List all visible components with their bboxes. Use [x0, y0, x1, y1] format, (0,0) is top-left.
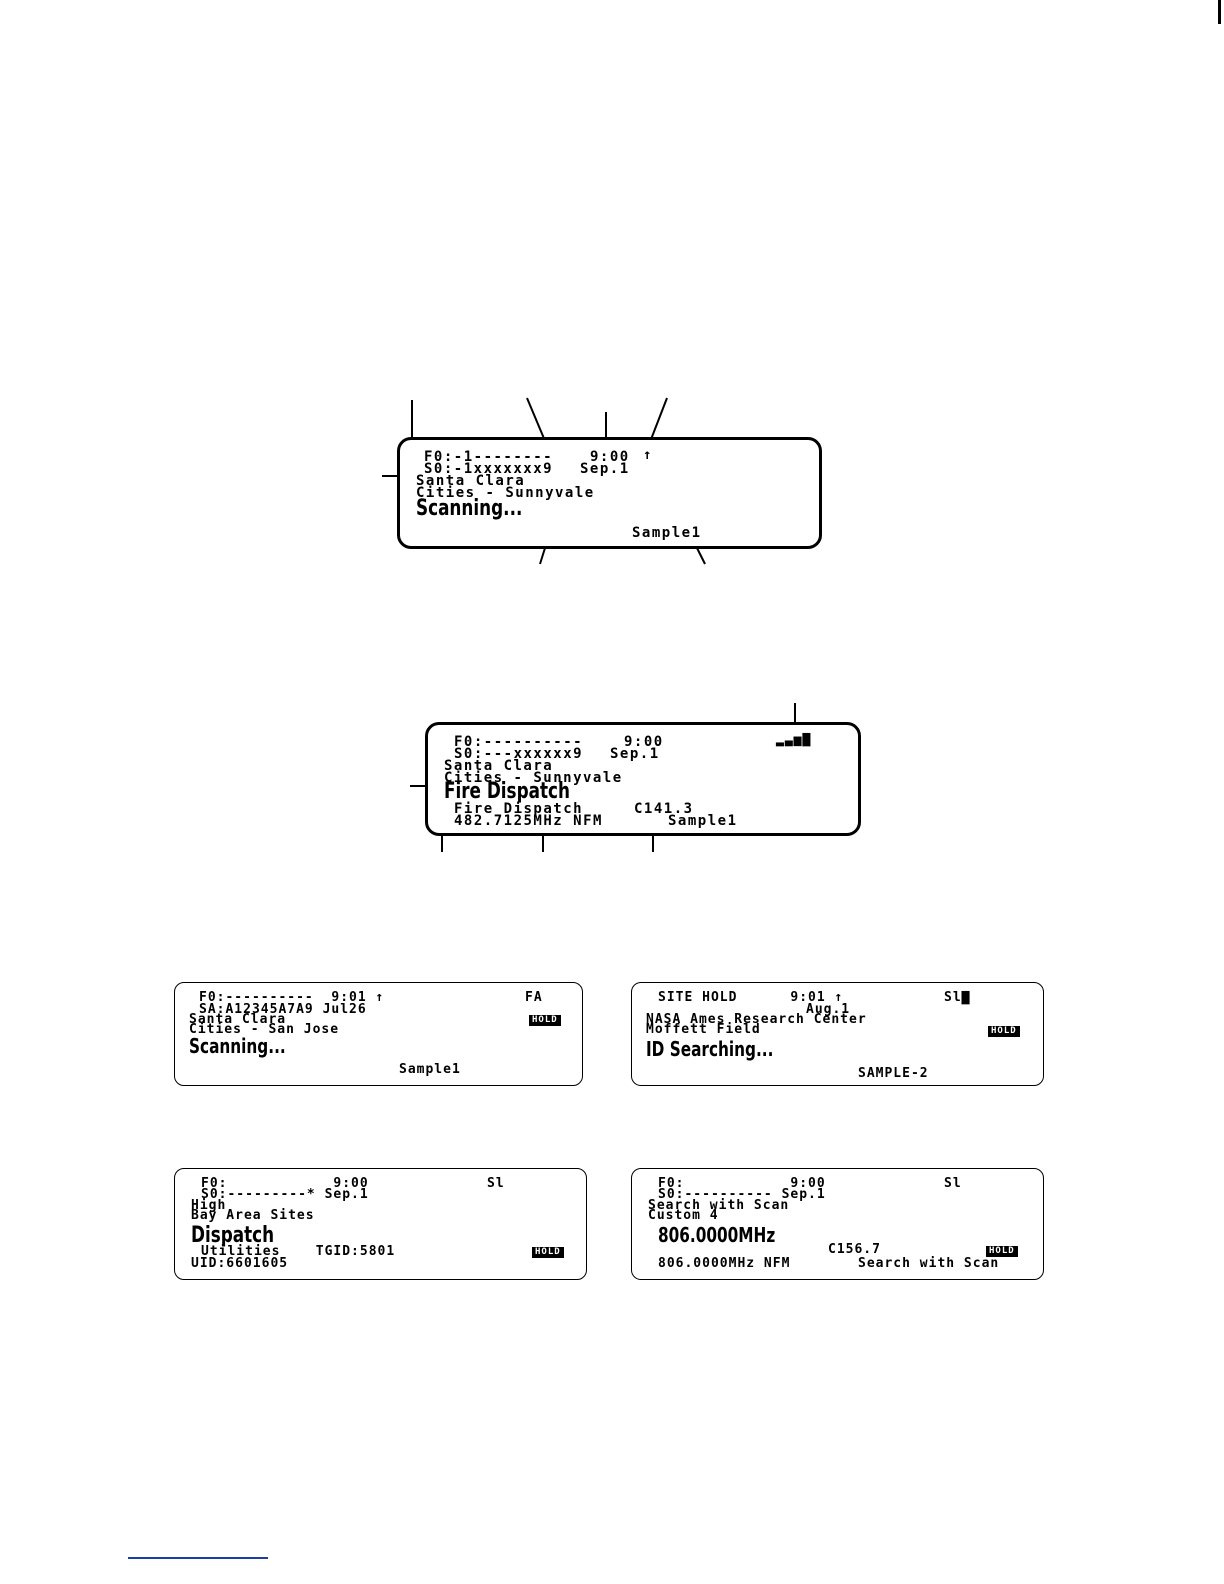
- site-name: SAMPLE-2: [858, 1066, 929, 1081]
- signal-strength-icon: Sl: [944, 1176, 962, 1191]
- hold-badge: HOLD: [986, 1246, 1018, 1257]
- search-with-scan-label: Search with Scan: [858, 1256, 1000, 1271]
- site-location: Moffett Field: [646, 1022, 761, 1037]
- talkgroup-name-large: Dispatch: [191, 1223, 275, 1248]
- site-hold-line: SITE HOLD 9:01 ↑: [658, 990, 844, 1005]
- status-main-text: ID Searching...: [646, 1037, 774, 1061]
- page-edge-mark: [1218, 0, 1221, 24]
- ctcss-tone: C141.3: [634, 801, 694, 817]
- system-name: NASA Ames Research Center: [646, 1012, 867, 1027]
- system-list-line: S0:---------- Sep.1: [658, 1187, 826, 1202]
- system-list-line: S0:-1xxxxxxx9: [424, 461, 554, 477]
- status-main-text: Scanning...: [416, 496, 523, 521]
- fa-indicator: FA: [525, 990, 543, 1005]
- footer-rule: [128, 1557, 268, 1559]
- system-name: High: [191, 1198, 227, 1213]
- system-name: Santa Clara: [189, 1012, 287, 1027]
- department-name: Cities - Sunnyvale: [416, 485, 595, 501]
- fav-list-line: F0: 9:00: [201, 1176, 369, 1191]
- system-list-line: SA:A12345A7A9 Jul26: [199, 1002, 367, 1017]
- hold-badge: HOLD: [529, 1015, 561, 1026]
- site-name: Bay Area Sites: [191, 1208, 315, 1223]
- channel-name-large: Fire Dispatch: [444, 779, 570, 804]
- ctcss-tone: C156.7: [828, 1242, 881, 1257]
- frequency-large: 806.0000MHz: [658, 1223, 776, 1247]
- channel-name: Fire Dispatch: [454, 801, 584, 817]
- clock-time: 9:00: [590, 449, 630, 465]
- lcd-display-small-d: F0: 9:00 Sl S0:---------- Sep.1 Search w…: [631, 1168, 1044, 1280]
- system-list-line: S0:---xxxxxx9: [454, 746, 584, 762]
- search-name: Search with Scan: [648, 1198, 790, 1213]
- uid-text: UID:6601605: [191, 1256, 289, 1271]
- up-arrow-icon: ↑: [643, 447, 653, 463]
- lcd-display-fire-dispatch: F0:---------- 9:00 ▂▃▅▇ S0:---xxxxxx9 Se…: [425, 722, 861, 836]
- site-name: Sample1: [632, 525, 702, 541]
- date-text: Sep.1: [580, 461, 630, 477]
- fav-list-line: F0:---------- 9:01 ↑: [199, 990, 385, 1005]
- fav-list-line: F0: 9:00: [658, 1176, 826, 1191]
- clock-time: 9:00: [624, 734, 664, 750]
- site-name: Sample1: [399, 1062, 461, 1077]
- date-text: Sep.1: [610, 746, 660, 762]
- lcd-display-small-a: F0:---------- 9:01 ↑ FA SA:A12345A7A9 Ju…: [174, 982, 583, 1086]
- system-name: Santa Clara: [416, 473, 526, 489]
- signal-strength-icon: ▂▃▅▇: [776, 732, 812, 747]
- signal-strength-icon: Sl▇: [944, 990, 971, 1005]
- status-main-text: Scanning...: [189, 1034, 286, 1058]
- department-name: Cities - Sunnyvale: [444, 770, 623, 786]
- system-name: Santa Clara: [444, 758, 554, 774]
- frequency-modulation: 806.0000MHz NFM: [658, 1256, 791, 1271]
- department-tgid: Utilities TGID:5801: [201, 1244, 396, 1259]
- system-list-line: S0:---------* Sep.1: [201, 1187, 369, 1202]
- date-text: Aug.1: [806, 1002, 851, 1017]
- site-name: Sample1: [668, 813, 738, 829]
- hold-badge: HOLD: [532, 1247, 564, 1258]
- lcd-display-scanning: F0:-1-------- 9:00 ↑ S0:-1xxxxxxx9 Sep.1…: [397, 437, 822, 549]
- custom-range: Custom 4: [648, 1208, 719, 1223]
- fav-list-line: F0:----------: [454, 734, 584, 750]
- lcd-display-small-c: F0: 9:00 Sl S0:---------* Sep.1 High Bay…: [174, 1168, 587, 1280]
- fav-list-line: F0:-1--------: [424, 449, 554, 465]
- lcd-display-small-b: SITE HOLD 9:01 ↑ Sl▇ Aug.1 NASA Ames Res…: [631, 982, 1044, 1086]
- department-name: Cities - San Jose: [189, 1022, 340, 1037]
- signal-strength-icon: Sl: [487, 1176, 505, 1191]
- hold-badge: HOLD: [988, 1026, 1020, 1037]
- frequency-modulation: 482.7125MHz NFM: [454, 813, 603, 829]
